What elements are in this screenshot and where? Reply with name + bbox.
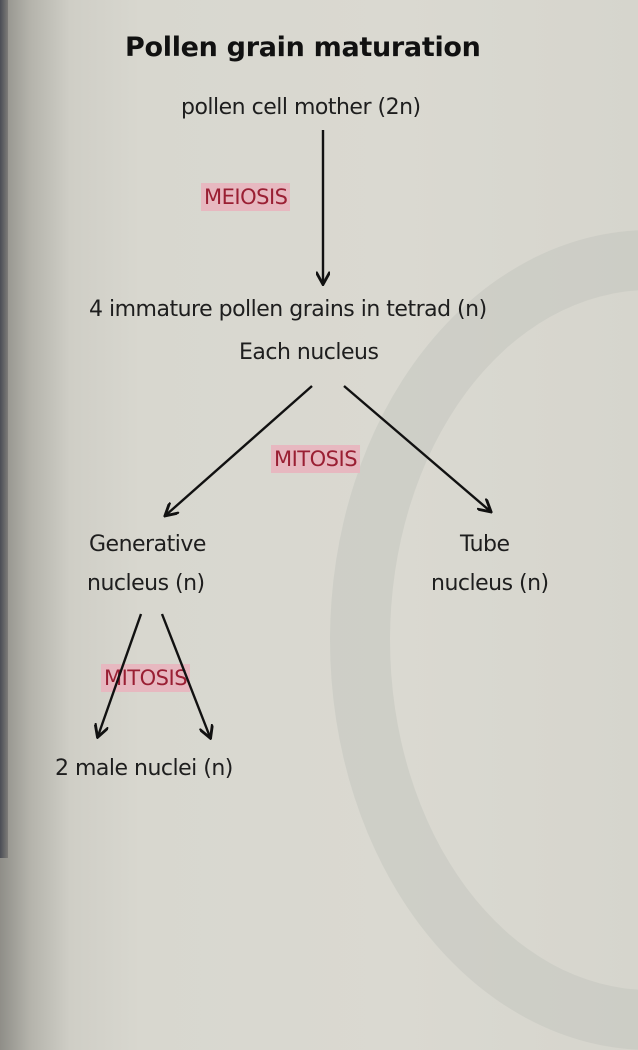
arrow-to-male-left [98,613,143,736]
node-male-nuclei: 2 male nuclei (n) [55,756,233,781]
arrow-to-generative [166,385,313,515]
page-edge [0,0,8,858]
label-mitosis-1: MITOSIS [271,445,361,473]
node-each-nucleus: Each nucleus [239,340,379,365]
diagram-title: Pollen grain maturation [125,32,481,63]
node-generative-line2: nucleus (n) [87,571,205,596]
arrows-layer [0,130,638,858]
node-generative-line1: Generative [89,532,206,557]
label-mitosis-2: MITOSIS [101,664,191,692]
node-pollen-cell-mother: pollen cell mother (2n) [181,95,421,120]
arrow-to-tube [343,385,490,511]
label-meiosis: MEIOSIS [201,183,291,211]
node-tetrad: 4 immature pollen grains in tetrad (n) [89,297,487,322]
node-tube-line2: nucleus (n) [431,571,549,596]
arrow-to-male-right [160,613,210,737]
node-tube-line1: Tube [460,532,510,557]
